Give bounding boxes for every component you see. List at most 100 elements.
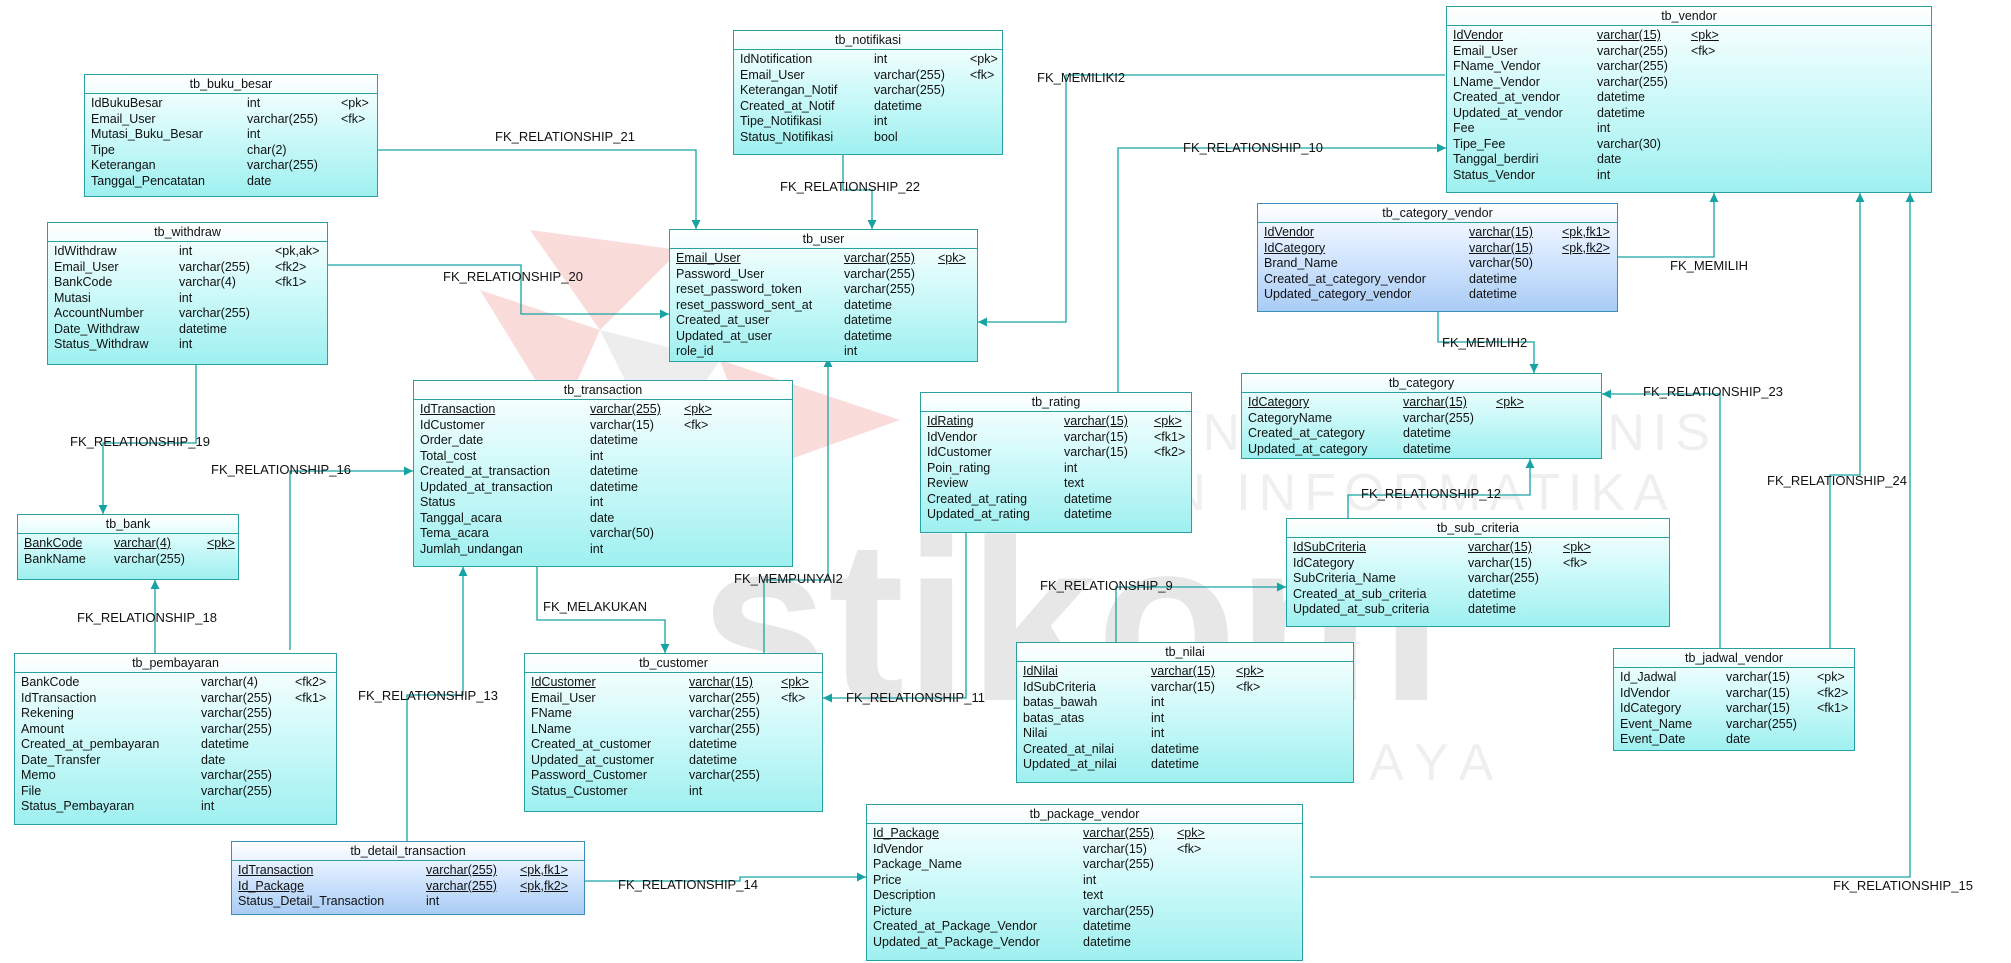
column-type: datetime <box>689 752 737 767</box>
column-type: datetime <box>1083 919 1131 933</box>
column-type: int <box>844 344 858 358</box>
column-name: BankCode <box>24 536 83 550</box>
column-name: IdCustomer <box>420 417 485 432</box>
column-name: Email_User <box>740 67 805 82</box>
column-type: varchar(15) <box>1151 664 1215 678</box>
column-name: File <box>21 783 42 798</box>
column-name: Event_Name <box>1620 716 1693 731</box>
column-name: Review <box>927 476 968 490</box>
column-key: <fk> <box>341 111 366 126</box>
column-type: int <box>179 337 193 351</box>
column-name: Created_at_category <box>1248 426 1365 440</box>
table-header: tb_category <box>1242 374 1601 393</box>
column-name: Description <box>873 888 936 902</box>
column-type: datetime <box>179 321 227 336</box>
column-name: BankCode <box>21 675 80 689</box>
column-type: varchar(255) <box>1468 571 1539 585</box>
relationship-label-11: FK_RELATIONSHIP_11 <box>846 690 985 705</box>
table-header: tb_vendor <box>1447 7 1931 26</box>
column-type: varchar(255) <box>844 251 915 265</box>
column-row: Order_date datetime <box>420 433 786 449</box>
relationship-label-16: FK_RELATIONSHIP_16 <box>211 462 351 477</box>
column-name: Password_Customer <box>531 768 648 782</box>
column-name: Tipe <box>91 142 115 157</box>
column-key: <fk1> <box>295 690 327 705</box>
column-key: <pk> <box>1236 664 1264 678</box>
column-type: varchar(15) <box>1083 841 1147 856</box>
column-name: IdVendor <box>1264 225 1315 239</box>
column-name: Order_date <box>420 433 484 447</box>
column-name: IdCategory <box>1264 240 1326 255</box>
column-type: date <box>201 752 226 767</box>
column-type: int <box>201 799 215 813</box>
column-name: Id_Package <box>873 826 940 840</box>
column-key: <fk> <box>1236 679 1261 694</box>
column-name: Created_at_user <box>676 313 770 327</box>
column-type: datetime <box>1468 602 1516 616</box>
relationship-label-13: FK_RELATIONSHIP_13 <box>358 688 498 703</box>
table-header: tb_transaction <box>414 381 792 400</box>
column-type: datetime <box>1469 287 1517 301</box>
column-name: Created_at_pembayaran <box>21 737 160 751</box>
column-type: varchar(15) <box>1597 28 1661 42</box>
column-type: varchar(4) <box>114 536 171 550</box>
column-type: varchar(255) <box>179 259 250 274</box>
table-header: tb_package_vendor <box>867 805 1302 824</box>
table-header: tb_customer <box>525 654 822 673</box>
column-type: text <box>1064 476 1085 490</box>
column-name: Date_Transfer <box>21 752 101 767</box>
relationship-label-memilih: FK_MEMILIH <box>1670 258 1749 273</box>
column-name: Updated_at_rating <box>927 507 1030 521</box>
column-name: Rekening <box>21 706 74 720</box>
column-type: datetime <box>590 433 638 447</box>
column-type: varchar(15) <box>1403 395 1467 409</box>
column-name: BankCode <box>54 275 113 289</box>
relationship-label-memiliki2: FK_MEMILIKI2 <box>1037 70 1126 85</box>
column-key: <pk> <box>684 402 712 416</box>
relationship-line-9 <box>1115 582 1286 642</box>
column-name: Price <box>873 872 902 887</box>
